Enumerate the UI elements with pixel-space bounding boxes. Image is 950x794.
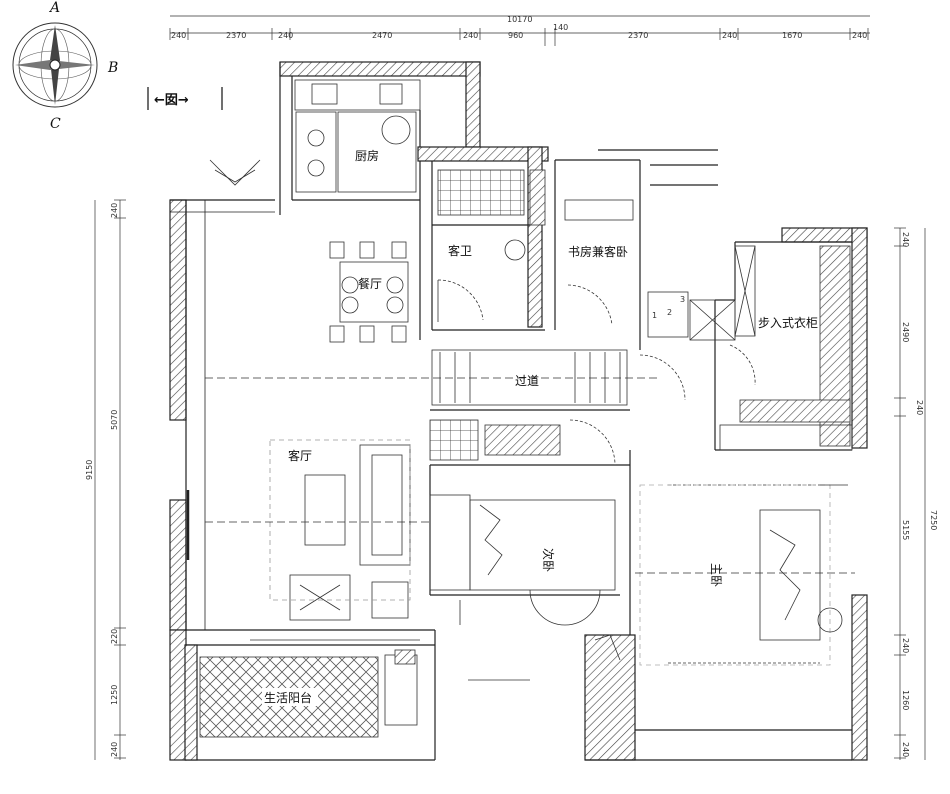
room-label-corridor: 过道	[515, 374, 539, 388]
top-dim-7: 140	[553, 23, 568, 32]
top-dim-2: 2370	[226, 31, 246, 40]
balcony-label-bg	[262, 688, 318, 706]
top-dim-8: 2370	[628, 31, 648, 40]
compass-label-b: B	[107, 60, 118, 76]
right-dim-5: 240	[901, 638, 910, 653]
right-dim-7: 240	[901, 742, 910, 757]
room-label-guest-bath: 客卫	[448, 243, 472, 258]
walls	[169, 61, 868, 761]
room-label-dining: 餐厅	[358, 276, 382, 291]
closet-fixtures	[719, 245, 853, 451]
left-dim-4: 1250	[110, 685, 119, 705]
right-dim-3: 240	[915, 400, 924, 415]
left-dim-2: 5070	[110, 410, 119, 430]
master-bedroom-fixtures	[639, 484, 848, 666]
room-label-living: 客厅	[288, 448, 312, 463]
room-label-second-bedroom: 次卧	[541, 548, 555, 572]
stair-number-2: 2	[667, 308, 672, 317]
top-dim-1: 240	[171, 31, 186, 40]
corridor-fixtures	[431, 349, 686, 406]
left-dim-5: 240	[110, 742, 119, 757]
room-label-master-bedroom: 主卧	[709, 563, 723, 587]
left-total-dimension: 9150	[85, 460, 94, 480]
right-dimension-line	[894, 227, 926, 760]
compass-rose	[12, 22, 98, 108]
right-dim-2: 2490	[901, 322, 910, 342]
top-dimension-line	[169, 15, 870, 46]
right-dim-6: 1260	[901, 690, 910, 710]
top-dim-11: 240	[852, 31, 867, 40]
top-total-dimension: 10170	[507, 15, 532, 24]
top-dim-9: 240	[722, 31, 737, 40]
compass-label-c: C	[50, 116, 61, 132]
top-dim-10: 1670	[782, 31, 802, 40]
left-dim-1: 240	[110, 203, 119, 218]
stair-number-3: 3	[680, 295, 685, 304]
living-fixtures	[269, 419, 616, 621]
bath-fixtures	[437, 169, 546, 322]
left-dim-3: 220	[110, 629, 119, 644]
room-label-study: 书房兼客卧	[568, 244, 628, 259]
dining-fixtures	[329, 241, 409, 343]
stair-number-1: 1	[652, 311, 657, 320]
door-swings	[209, 159, 621, 661]
top-dim-4: 2470	[372, 31, 392, 40]
room-label-balcony: 生活阳台	[264, 690, 312, 705]
direction-marker: ←囡→	[154, 93, 189, 108]
right-total-dimension: 7250	[929, 510, 938, 530]
room-label-kitchen: 厨房	[355, 148, 379, 163]
top-dim-5: 240	[463, 31, 478, 40]
right-dim-4: 5155	[901, 520, 910, 540]
top-dim-6: 960	[508, 31, 523, 40]
top-dim-3: 240	[278, 31, 293, 40]
compass-label-a: A	[48, 0, 60, 16]
kitchen-fixtures	[294, 79, 421, 193]
right-dim-1: 240	[901, 232, 910, 247]
room-label-walk-in-closet: 步入式衣柜	[758, 315, 818, 330]
study-fixtures	[564, 199, 736, 341]
second-bedroom-fixtures	[429, 494, 616, 681]
left-dimension-line	[94, 199, 126, 760]
